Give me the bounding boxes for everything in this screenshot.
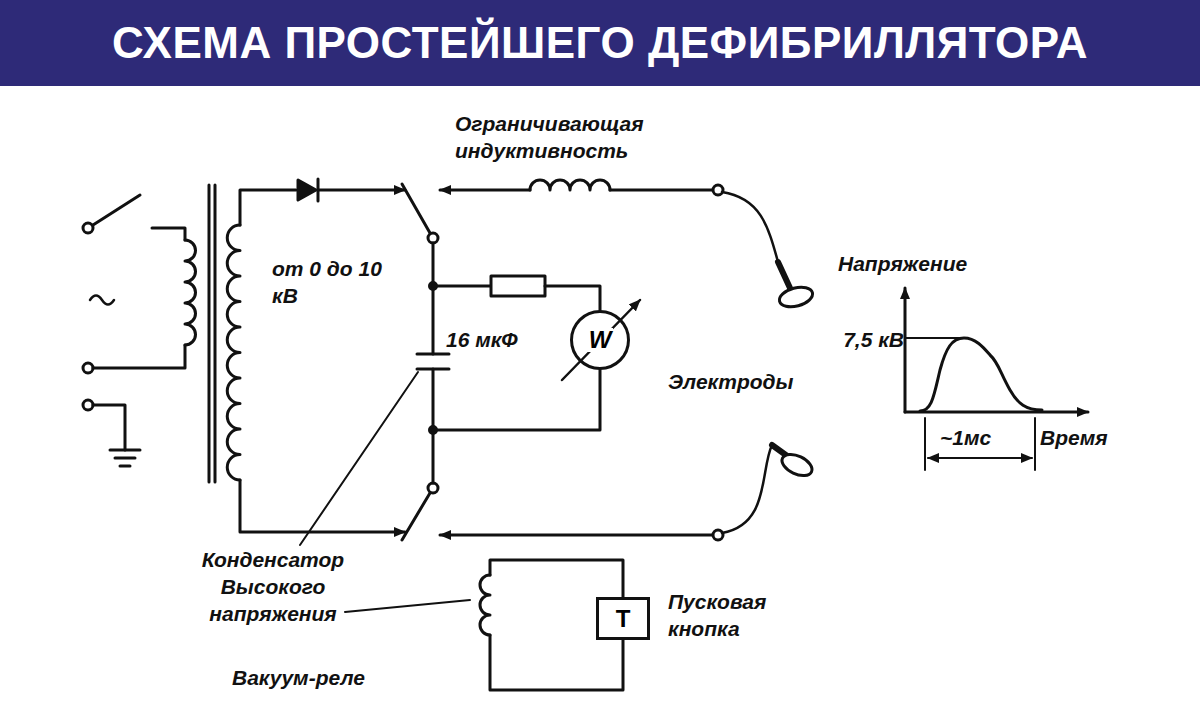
limiting-inductor <box>530 180 610 190</box>
relay-coil <box>480 575 490 635</box>
relay-circuit <box>490 560 623 690</box>
electrodes-label: Электроды <box>668 368 828 395</box>
pulse-duration: ~1мс <box>940 424 1020 451</box>
relay-label: Вакуум-реле <box>232 664 412 691</box>
transformer-core <box>209 185 215 482</box>
primary-coil <box>185 240 196 345</box>
title-banner: СХЕМА ПРОСТЕЙШЕГО ДЕФИБРИЛЛЯТОРА <box>0 0 1200 86</box>
voltage-range: от 0 до 10 кВ <box>272 255 392 309</box>
diode-symbol <box>298 179 318 201</box>
title: СХЕМА ПРОСТЕЙШЕГО ДЕФИБРИЛЛЯТОРА <box>112 18 1088 68</box>
changeover-switches <box>402 184 438 540</box>
electrodes <box>722 192 815 533</box>
capacitance-value: 16 мкФ <box>446 326 566 353</box>
node-text: W <box>587 328 614 352</box>
axis-label: Время <box>1040 424 1140 451</box>
node-text: Т <box>614 607 633 631</box>
capacitor-branch <box>417 243 449 483</box>
mains-input <box>83 195 185 466</box>
voltage-value: 7,5 кВ <box>828 326 904 353</box>
discharge-wires <box>440 185 723 540</box>
secondary-coil <box>227 225 240 480</box>
charge-wires <box>240 190 405 532</box>
button-label: Пусковая кнопка <box>668 588 788 642</box>
wattmeter-symbol: W <box>570 310 630 370</box>
capacitor-label: Конденсатор Высокого напряжения <box>168 546 378 627</box>
axis-label: Напряжение <box>838 250 1008 277</box>
trigger-button: Т <box>596 597 650 640</box>
inductor-label: Ограничивающая индуктивность <box>455 110 705 164</box>
leader-lines <box>300 372 470 612</box>
meter-circuit <box>433 276 640 430</box>
